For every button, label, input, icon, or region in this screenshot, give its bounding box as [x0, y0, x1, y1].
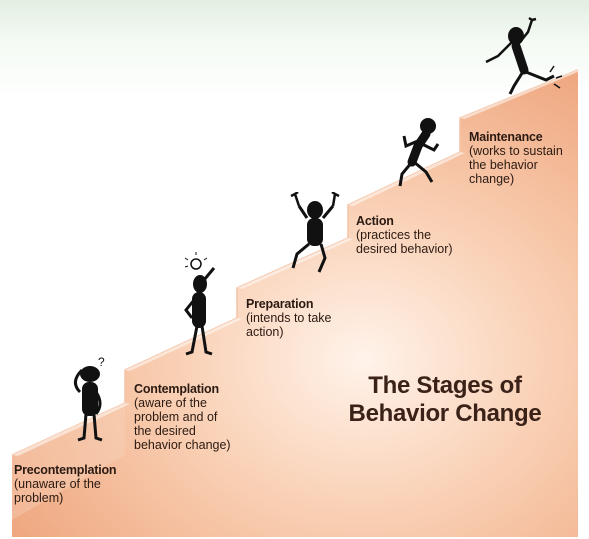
stage-name: Contemplation [134, 382, 219, 396]
stage-desc: (aware of the [134, 396, 207, 410]
title-line-1: The Stages of [368, 372, 522, 399]
diagram-title: The Stages of Behavior Change [330, 372, 560, 428]
stage-desc: desired behavior) [356, 242, 453, 256]
stage-maintenance: Maintenance (works to sustain the behavi… [469, 130, 581, 186]
title-line-2: Behavior Change [348, 400, 542, 427]
svg-text:?: ? [98, 355, 105, 369]
stage-desc: problem) [14, 491, 64, 505]
stage-name: Precontemplation [14, 463, 117, 477]
stage-desc: (works to sustain [469, 144, 563, 158]
stage-action: Action (practices the desired behavior) [356, 214, 466, 256]
thinking-person-icon [184, 252, 216, 356]
stage-desc: (intends to take [246, 311, 332, 325]
stage-desc: the desired [134, 424, 196, 438]
stage-desc: behavior change) [134, 438, 231, 452]
stage-name: Action [356, 214, 394, 228]
ready-person-icon [290, 192, 340, 273]
stage-desc: action) [246, 325, 284, 339]
stage-desc: change) [469, 172, 515, 186]
running-person-icon [398, 118, 440, 187]
stage-desc: problem and of [134, 410, 218, 424]
confused-person-icon: ? [74, 355, 105, 442]
stage-name: Preparation [246, 297, 314, 311]
stage-desc: the behavior [469, 158, 538, 172]
stage-precontemplation: Precontemplation (unaware of the problem… [14, 463, 124, 505]
stage-desc: (practices the [356, 228, 432, 242]
jumping-person-icon [485, 16, 563, 95]
stage-contemplation: Contemplation (aware of the problem and … [134, 382, 244, 452]
stage-preparation: Preparation (intends to take action) [246, 297, 356, 339]
stage-desc: (unaware of the [14, 477, 101, 491]
stage-name: Maintenance [469, 130, 543, 144]
